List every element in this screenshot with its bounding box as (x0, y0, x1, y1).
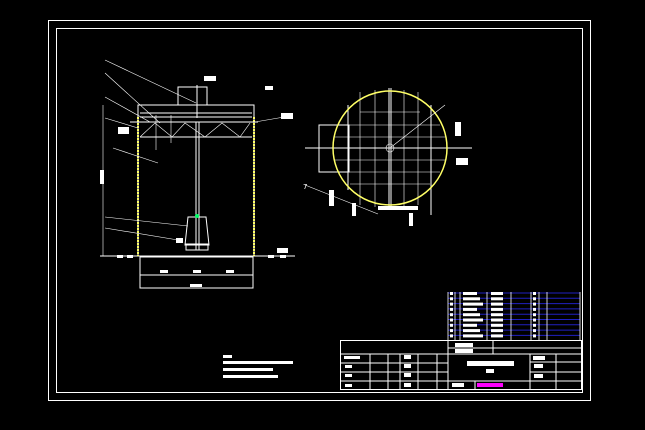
plan-view-callout-7: 7 (303, 183, 307, 191)
parts-list-cell (463, 323, 477, 327)
parts-list-cell (491, 334, 503, 338)
notes (223, 355, 293, 378)
title-highlight (477, 383, 503, 387)
parts-list-cell (463, 329, 480, 333)
parts-list-cell (450, 297, 453, 301)
parts-list-cell (491, 297, 503, 301)
elevation-view (100, 59, 295, 289)
parts-list-cell (450, 313, 453, 317)
parts-list-cell (533, 307, 536, 311)
parts-list-cell (533, 329, 536, 333)
parts-list (447, 292, 581, 340)
parts-list-cell (450, 323, 453, 327)
parts-list-cell (450, 307, 453, 311)
parts-list-cell (450, 329, 453, 333)
parts-list-cell (450, 302, 453, 306)
parts-list-cell (491, 313, 503, 317)
parts-list-cell (533, 318, 536, 322)
parts-list-cell (491, 323, 503, 327)
parts-list-cell (463, 313, 480, 317)
parts-list-cell (463, 302, 483, 306)
inner-frame (56, 28, 583, 393)
parts-list-cell (491, 302, 503, 306)
parts-list-cell (533, 334, 536, 338)
parts-list-cell (533, 297, 536, 301)
parts-list-cell (533, 313, 536, 317)
parts-list-cell (533, 323, 536, 327)
parts-list-cell (463, 307, 477, 311)
parts-list-cell (450, 292, 453, 295)
plan-view: 7 (303, 88, 472, 226)
parts-list-cell (491, 292, 503, 295)
parts-list-cell (450, 318, 453, 322)
parts-list-cell (491, 318, 503, 322)
parts-list-cell (463, 297, 480, 301)
outer-frame (48, 20, 591, 401)
parts-list-cell (533, 302, 536, 306)
parts-list-cell (491, 307, 503, 311)
parts-list-cell (463, 318, 483, 322)
parts-list-cell (533, 292, 536, 295)
parts-list-cell (491, 329, 503, 333)
title-block (340, 340, 582, 390)
parts-list-cell (463, 334, 483, 338)
parts-list-cell (463, 292, 477, 295)
parts-list-cell (450, 334, 453, 338)
